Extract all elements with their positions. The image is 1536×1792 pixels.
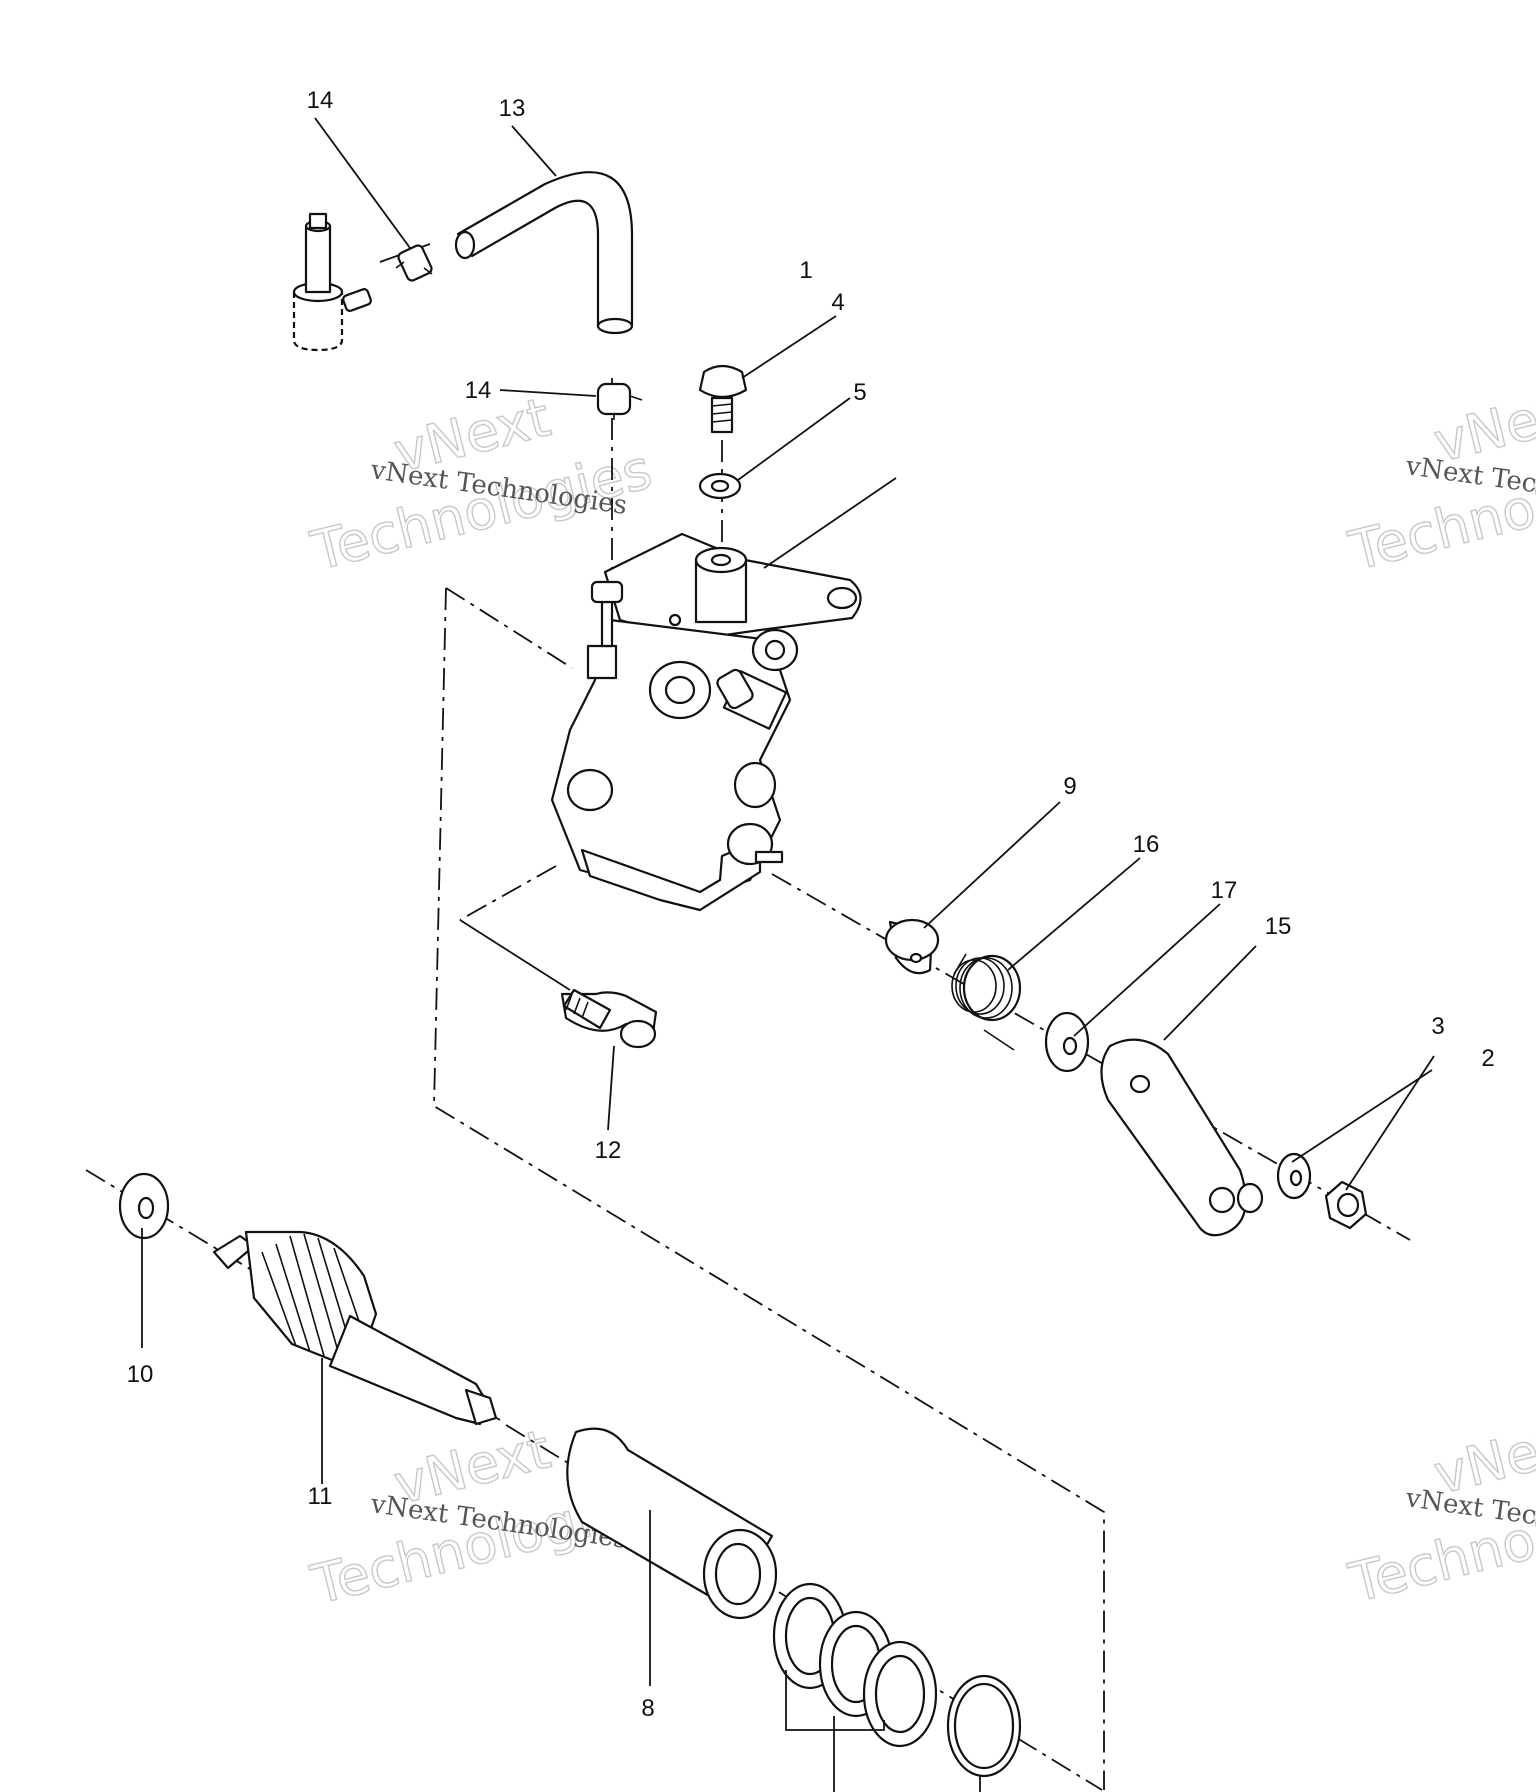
o-ring <box>946 1674 1022 1778</box>
callout-13: 13 <box>499 95 526 122</box>
callout-16: 16 <box>1133 831 1160 858</box>
washer-part-5 <box>698 472 742 500</box>
callout-14-upper: 14 <box>307 87 334 114</box>
hose-clamp-part-14-upper <box>395 244 433 282</box>
bolt-part-12 <box>560 988 658 1049</box>
callout-4: 4 <box>831 289 844 316</box>
drive-gear-shaft-part-11 <box>212 1230 498 1426</box>
watermark-bottom-right: vNext Technologies vNext Technologies <box>1342 1407 1536 1616</box>
oil-pump-body-part-1 <box>550 532 862 912</box>
callout-12: 12 <box>595 1137 622 1164</box>
leader-lines <box>141 117 1435 1792</box>
sleeve-part-8 <box>566 1427 778 1620</box>
hose-clamp-part-14-lower <box>596 382 643 420</box>
callout-2: 2 <box>1481 1045 1494 1072</box>
callout-11: 11 <box>308 1483 333 1510</box>
callout-3: 3 <box>1431 1013 1444 1040</box>
callout-14-lower: 14 <box>465 377 492 404</box>
callout-1: 1 <box>799 257 812 284</box>
banjo-fitting <box>292 212 372 352</box>
lever-part-15 <box>1100 1038 1264 1237</box>
washer-part-17 <box>1044 1011 1090 1073</box>
screw-part-4 <box>698 364 748 434</box>
callout-5: 5 <box>853 379 866 406</box>
collar-part-9 <box>884 918 940 975</box>
callout-8: 8 <box>641 1695 654 1722</box>
shim-set <box>772 1582 938 1748</box>
callout-9: 9 <box>1063 773 1076 800</box>
nut-part-2 <box>1324 1180 1368 1230</box>
hose-part-13 <box>454 171 634 335</box>
callout-10: 10 <box>127 1361 154 1388</box>
callout-17: 17 <box>1211 877 1238 904</box>
washer-part-3 <box>1276 1152 1312 1200</box>
watermark-top-right: vNext Technologies vNext Technologies <box>1342 375 1536 584</box>
spring-part-16 <box>951 953 1022 1051</box>
washer-part-10 <box>118 1172 170 1240</box>
callout-labels: 1 2 3 4 5 8 9 10 11 12 13 14 14 15 16 17 <box>127 87 1495 1722</box>
callout-15: 15 <box>1265 913 1292 940</box>
